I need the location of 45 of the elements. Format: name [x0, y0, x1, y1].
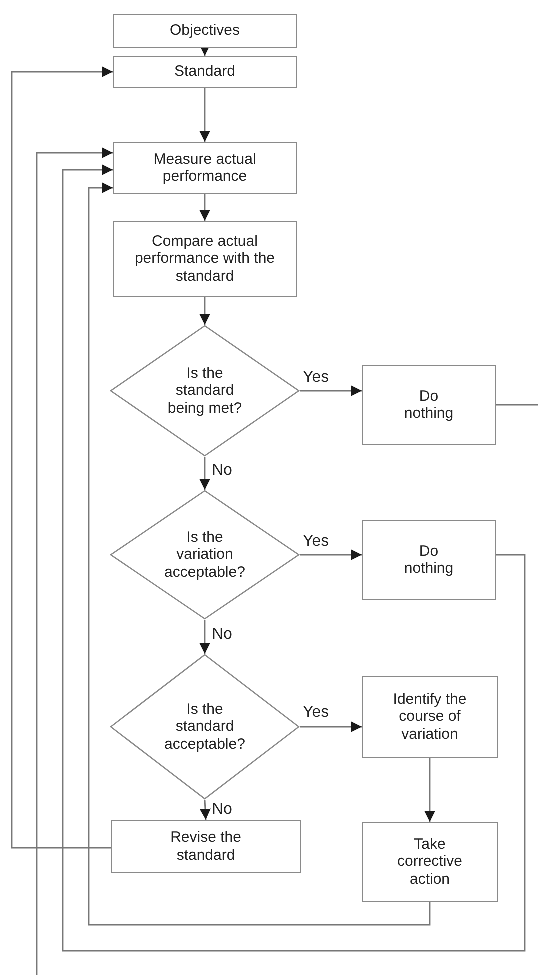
step-text: Identify the course of variation	[392, 691, 468, 743]
edge-label: Yes	[303, 704, 330, 722]
process-box	[113, 14, 297, 48]
process-box	[362, 365, 496, 445]
step-text: Do nothing	[403, 542, 455, 578]
arrow	[424, 758, 436, 822]
arrow	[11, 66, 113, 849]
process-box	[111, 820, 301, 873]
arrow	[200, 297, 210, 325]
process-box	[362, 520, 496, 600]
step-text: Compare actual performance with the standard	[134, 233, 276, 285]
connector-line	[496, 404, 538, 406]
decision-question: Is the variation acceptable?	[164, 529, 246, 581]
process-box	[362, 676, 498, 758]
arrow	[200, 800, 211, 820]
edge-label: No	[212, 462, 232, 480]
process-box	[113, 221, 297, 297]
arrow	[300, 550, 362, 560]
decision-diamond	[110, 654, 300, 800]
decision-diamond	[110, 490, 300, 620]
process-box	[113, 56, 297, 88]
edge-label: Yes	[303, 369, 330, 387]
edge-label: No	[212, 801, 232, 819]
arrow	[200, 457, 210, 490]
decision-diamond	[110, 325, 300, 457]
edge-label: Yes	[303, 533, 330, 551]
decision-question: Is the standard acceptable?	[164, 701, 246, 753]
process-box	[362, 822, 498, 902]
step-text: Do nothing	[403, 388, 455, 422]
arrow	[200, 88, 210, 142]
step-text: Revise the standard	[170, 829, 242, 864]
arrow	[36, 148, 113, 975]
arrow	[62, 164, 526, 952]
arrow	[88, 182, 431, 926]
arrow	[200, 620, 210, 654]
step-text: Take corrective action	[396, 836, 464, 888]
arrow	[200, 194, 210, 221]
edge-label: No	[212, 626, 232, 644]
process-box	[113, 142, 297, 194]
arrow	[300, 722, 362, 732]
step-text: Standard	[174, 63, 236, 81]
decision-question: Is the standard being met?	[166, 365, 244, 417]
step-text: Objectives	[168, 22, 242, 40]
arrow	[300, 386, 362, 396]
step-text: Measure actual performance	[152, 150, 258, 186]
